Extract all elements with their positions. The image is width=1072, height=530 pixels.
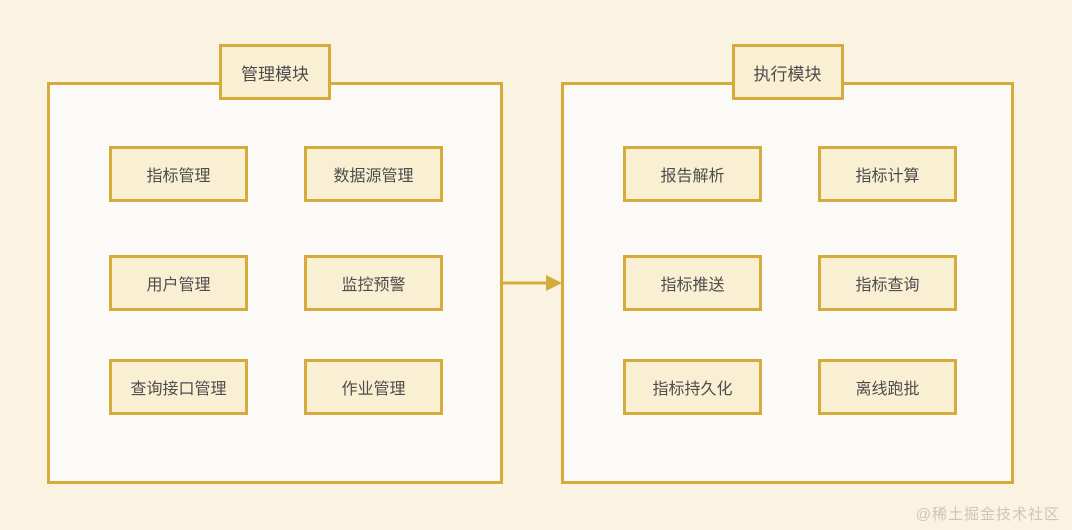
- flow-arrow-icon: [500, 275, 562, 291]
- box-indicator-push: 指标推送: [623, 255, 762, 311]
- box-indicator-management: 指标管理: [109, 146, 248, 202]
- box-job-management: 作业管理: [304, 359, 443, 415]
- box-indicator-persistence: 指标持久化: [623, 359, 762, 415]
- execution-module-container: 执行模块 报告解析 指标计算 指标推送 指标查询 指标持久化 离线跑批: [561, 44, 1014, 484]
- management-module-container: 管理模块 指标管理 数据源管理 用户管理 监控预警 查询接口管理 作业管理: [47, 44, 503, 484]
- box-query-interface-management: 查询接口管理: [109, 359, 248, 415]
- management-module-title: 管理模块: [219, 44, 331, 100]
- box-user-management: 用户管理: [109, 255, 248, 311]
- box-monitoring-alert: 监控预警: [304, 255, 443, 311]
- box-report-parsing: 报告解析: [623, 146, 762, 202]
- execution-module-title: 执行模块: [731, 44, 844, 100]
- box-datasource-management: 数据源管理: [304, 146, 443, 202]
- box-indicator-query: 指标查询: [818, 255, 957, 311]
- box-indicator-calculation: 指标计算: [818, 146, 957, 202]
- box-offline-batch: 离线跑批: [818, 359, 957, 415]
- watermark: @稀土掘金技术社区: [915, 506, 1060, 523]
